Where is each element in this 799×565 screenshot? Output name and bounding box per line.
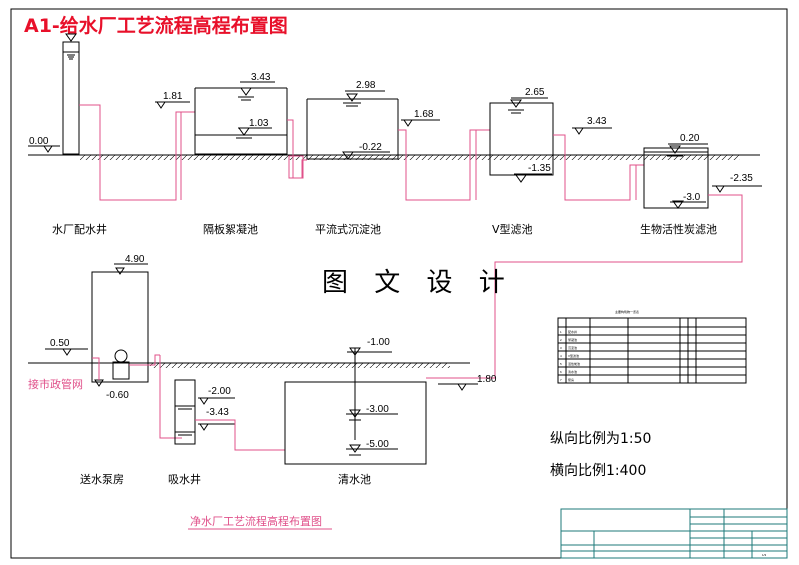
pipe-well-to-floc <box>79 104 195 201</box>
level-bio-top: 0.20 <box>680 133 700 144</box>
level-clear-top: -1.00 <box>367 337 390 348</box>
label-sed: 平流式沉淀池 <box>315 222 381 236</box>
pipe-floc-to-sed <box>287 119 307 179</box>
svg-text:配水井: 配水井 <box>568 329 577 334</box>
level-v-bot: -1.35 <box>528 163 551 174</box>
table-title: 主要构筑物一览表 <box>615 309 639 314</box>
svg-text:6: 6 <box>560 370 562 374</box>
svg-text:泵房: 泵房 <box>568 377 574 382</box>
level-sed-top: 2.98 <box>356 80 376 91</box>
distribution-well <box>62 33 80 155</box>
scale-vertical: 纵向比例为1:50 <box>550 431 651 447</box>
svg-text:3.43: 3.43 <box>587 116 607 127</box>
drawing-frame <box>10 8 788 559</box>
level-marker-pump-in: 0.50 <box>45 338 88 356</box>
pipe-pump-out <box>92 357 100 380</box>
drawing-title: A1-给水厂工艺流程高程布置图 <box>24 14 288 37</box>
svg-text:1.81: 1.81 <box>163 91 183 102</box>
v-filter-tank <box>489 99 554 183</box>
level-clear-bot: -5.00 <box>366 439 389 450</box>
label-pump: 送水泵房 <box>80 472 124 486</box>
svg-text:活性炭池: 活性炭池 <box>568 361 580 366</box>
level-clear-mid: -3.00 <box>366 404 389 415</box>
level-marker-suction-bot: -3.43 <box>198 407 235 431</box>
svg-text:絮凝池: 絮凝池 <box>568 337 577 342</box>
pipe-clear-to-suction <box>195 419 285 451</box>
label-floc: 隔板絮凝池 <box>203 222 258 236</box>
pipe-vfilter-to-bio <box>553 134 644 201</box>
pipe-pump-suction <box>129 354 160 366</box>
bottom-title: 净水厂工艺流程高程布置图 <box>190 514 322 528</box>
label-suction: 吸水井 <box>168 472 201 486</box>
level-marker-well-top: 0.00 <box>28 136 60 153</box>
bio-carbon-filter <box>643 145 709 209</box>
scale-horizontal: 横向比例1:400 <box>550 463 646 479</box>
level-marker-343b: 3.43 <box>572 116 612 135</box>
svg-text:-3.43: -3.43 <box>206 407 229 418</box>
svg-text:-2.00: -2.00 <box>208 386 231 397</box>
svg-text:-2.35: -2.35 <box>730 173 753 184</box>
level-marker-bio-out: -2.35 <box>712 173 762 193</box>
level-marker-168: 1.68 <box>401 109 440 127</box>
label-clear: 清水池 <box>338 473 371 486</box>
label-vfilter: V型滤池 <box>492 222 533 236</box>
level-floc-mid: 1.03 <box>249 118 269 129</box>
sedimentation-tank <box>306 93 399 160</box>
svg-text:0.50: 0.50 <box>50 338 70 349</box>
svg-text:1.68: 1.68 <box>414 109 434 120</box>
level-v-top: 2.65 <box>525 87 545 98</box>
level-marker-181: 1.81 <box>155 91 190 109</box>
suction-well <box>174 379 196 445</box>
svg-text:4: 4 <box>560 354 562 358</box>
title-block: 1/3 <box>560 508 788 559</box>
svg-text:清水池: 清水池 <box>568 369 577 374</box>
svg-text:3: 3 <box>560 346 562 350</box>
label-well: 水厂配水井 <box>52 222 107 236</box>
svg-text:5: 5 <box>560 362 562 366</box>
level-pump-top: 4.90 <box>125 254 145 265</box>
level-marker-suction-top: -2.00 <box>198 386 235 405</box>
svg-text:V型滤池: V型滤池 <box>568 353 579 358</box>
svg-text:7: 7 <box>560 378 562 382</box>
level-bio-bot: -3.0 <box>683 192 701 203</box>
title-block-page: 1/3 <box>762 553 767 557</box>
svg-text:1: 1 <box>560 330 562 334</box>
level-sed-bot: -0.22 <box>359 142 382 153</box>
svg-text:2: 2 <box>560 338 562 342</box>
label-bio: 生物活性炭滤池 <box>640 222 717 236</box>
pipe-bio-to-clearwell <box>426 194 743 379</box>
ground-line-top <box>28 154 760 160</box>
level-pump-bot: -0.60 <box>106 390 129 401</box>
clear-water-tank <box>284 347 427 465</box>
svg-text:沉淀池: 沉淀池 <box>568 345 577 350</box>
label-network: 接市政管网 <box>28 377 83 391</box>
pump-house <box>91 263 149 387</box>
structure-table: 主要构筑物一览表 1 配水井 2 絮凝池 3 沉淀池 4 V型滤池 5 活性炭池… <box>557 309 747 384</box>
flocculation-tank <box>194 87 288 155</box>
pipe-sed-to-vfilter <box>398 129 490 201</box>
level-clear-in: 1.80 <box>477 374 497 385</box>
svg-text:0.00: 0.00 <box>29 136 49 147</box>
center-text: 图 文 设 计 <box>322 268 514 298</box>
level-floc-top: 3.43 <box>251 72 271 83</box>
ground-line-bottom <box>28 362 478 391</box>
